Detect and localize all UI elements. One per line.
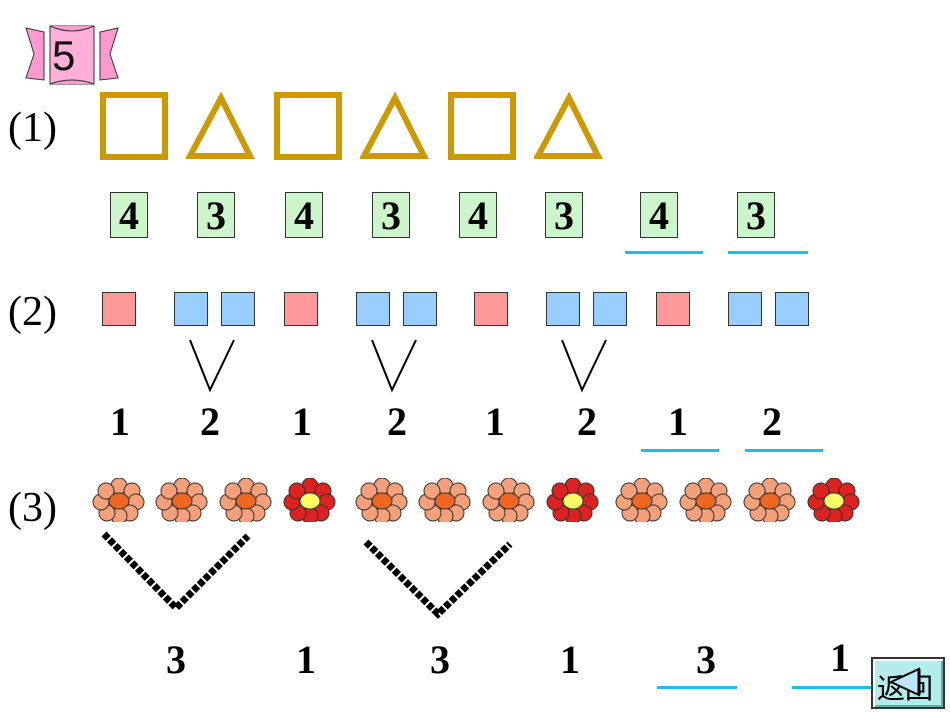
shape-square-1 xyxy=(100,92,168,160)
light-flower-icon xyxy=(418,478,471,522)
blue-square xyxy=(728,292,762,326)
group-bracket xyxy=(101,531,251,613)
row1-number-6: 3 xyxy=(545,192,583,238)
row1-answer-line-1 xyxy=(625,251,703,254)
row-label-1: (1) xyxy=(8,105,57,151)
light-flower-icon xyxy=(615,478,668,522)
row3-answer-line-2 xyxy=(792,686,872,689)
red-flower-icon xyxy=(807,478,860,522)
row2-number-2: 2 xyxy=(200,399,220,444)
blue-square xyxy=(775,292,809,326)
row2-answer-2: 2 xyxy=(762,399,782,444)
blue-square xyxy=(221,292,255,326)
pink-square xyxy=(474,292,508,326)
row1-number-5: 4 xyxy=(459,192,497,238)
light-flower-icon xyxy=(219,478,272,522)
row3-number-3: 3 xyxy=(430,637,450,682)
light-flower-icon xyxy=(155,478,208,522)
row3-answer-line-1 xyxy=(657,686,737,689)
badge-number: 5 xyxy=(52,32,76,79)
row1-number-1: 4 xyxy=(110,192,148,238)
light-flower-icon xyxy=(355,478,408,522)
row1-answer-line-2 xyxy=(728,251,808,254)
row1-number-2: 3 xyxy=(197,192,235,238)
blue-square xyxy=(174,292,208,326)
light-flower-icon xyxy=(679,478,732,522)
red-flower-icon xyxy=(283,478,336,522)
pink-square xyxy=(102,292,136,326)
number-badge xyxy=(25,25,119,85)
back-arrow-icon xyxy=(889,667,921,697)
row2-answer-line-1 xyxy=(641,449,719,452)
row1-number-4: 3 xyxy=(372,192,410,238)
blue-square xyxy=(356,292,390,326)
pink-square xyxy=(656,292,690,326)
row2-number-6: 2 xyxy=(577,399,597,444)
shape-square-2 xyxy=(274,92,342,160)
red-flower-icon xyxy=(546,478,599,522)
light-flower-icon xyxy=(743,478,796,522)
row1-answer-2: 3 xyxy=(737,192,775,238)
light-flower-icon xyxy=(92,478,145,522)
shape-triangle-2 xyxy=(360,92,429,159)
row3-answer-2: 1 xyxy=(830,635,850,680)
shape-square-3 xyxy=(448,92,516,160)
pink-square xyxy=(284,292,318,326)
group-bracket xyxy=(561,339,607,393)
blue-square xyxy=(403,292,437,326)
blue-square xyxy=(593,292,627,326)
shape-triangle-3 xyxy=(534,92,603,159)
row3-answer-1: 3 xyxy=(696,637,716,682)
back-button[interactable]: 返回 xyxy=(871,657,945,709)
row1-number-3: 4 xyxy=(285,192,323,238)
row2-number-5: 1 xyxy=(485,399,505,444)
row-label-2: (2) xyxy=(8,289,57,335)
row2-number-3: 1 xyxy=(292,399,312,444)
row1-answer-1: 4 xyxy=(640,192,678,238)
group-bracket xyxy=(363,539,513,619)
row3-number-1: 3 xyxy=(166,637,186,682)
blue-square xyxy=(546,292,580,326)
shape-triangle-1 xyxy=(186,92,255,159)
row2-number-1: 1 xyxy=(110,399,130,444)
row2-number-4: 2 xyxy=(387,399,407,444)
row3-number-4: 1 xyxy=(560,637,580,682)
group-bracket xyxy=(371,339,417,393)
row3-number-2: 1 xyxy=(296,637,316,682)
row2-answer-line-2 xyxy=(745,449,823,452)
light-flower-icon xyxy=(482,478,535,522)
group-bracket xyxy=(189,339,235,393)
row-label-3: (3) xyxy=(8,485,57,531)
row2-answer-1: 1 xyxy=(668,399,688,444)
